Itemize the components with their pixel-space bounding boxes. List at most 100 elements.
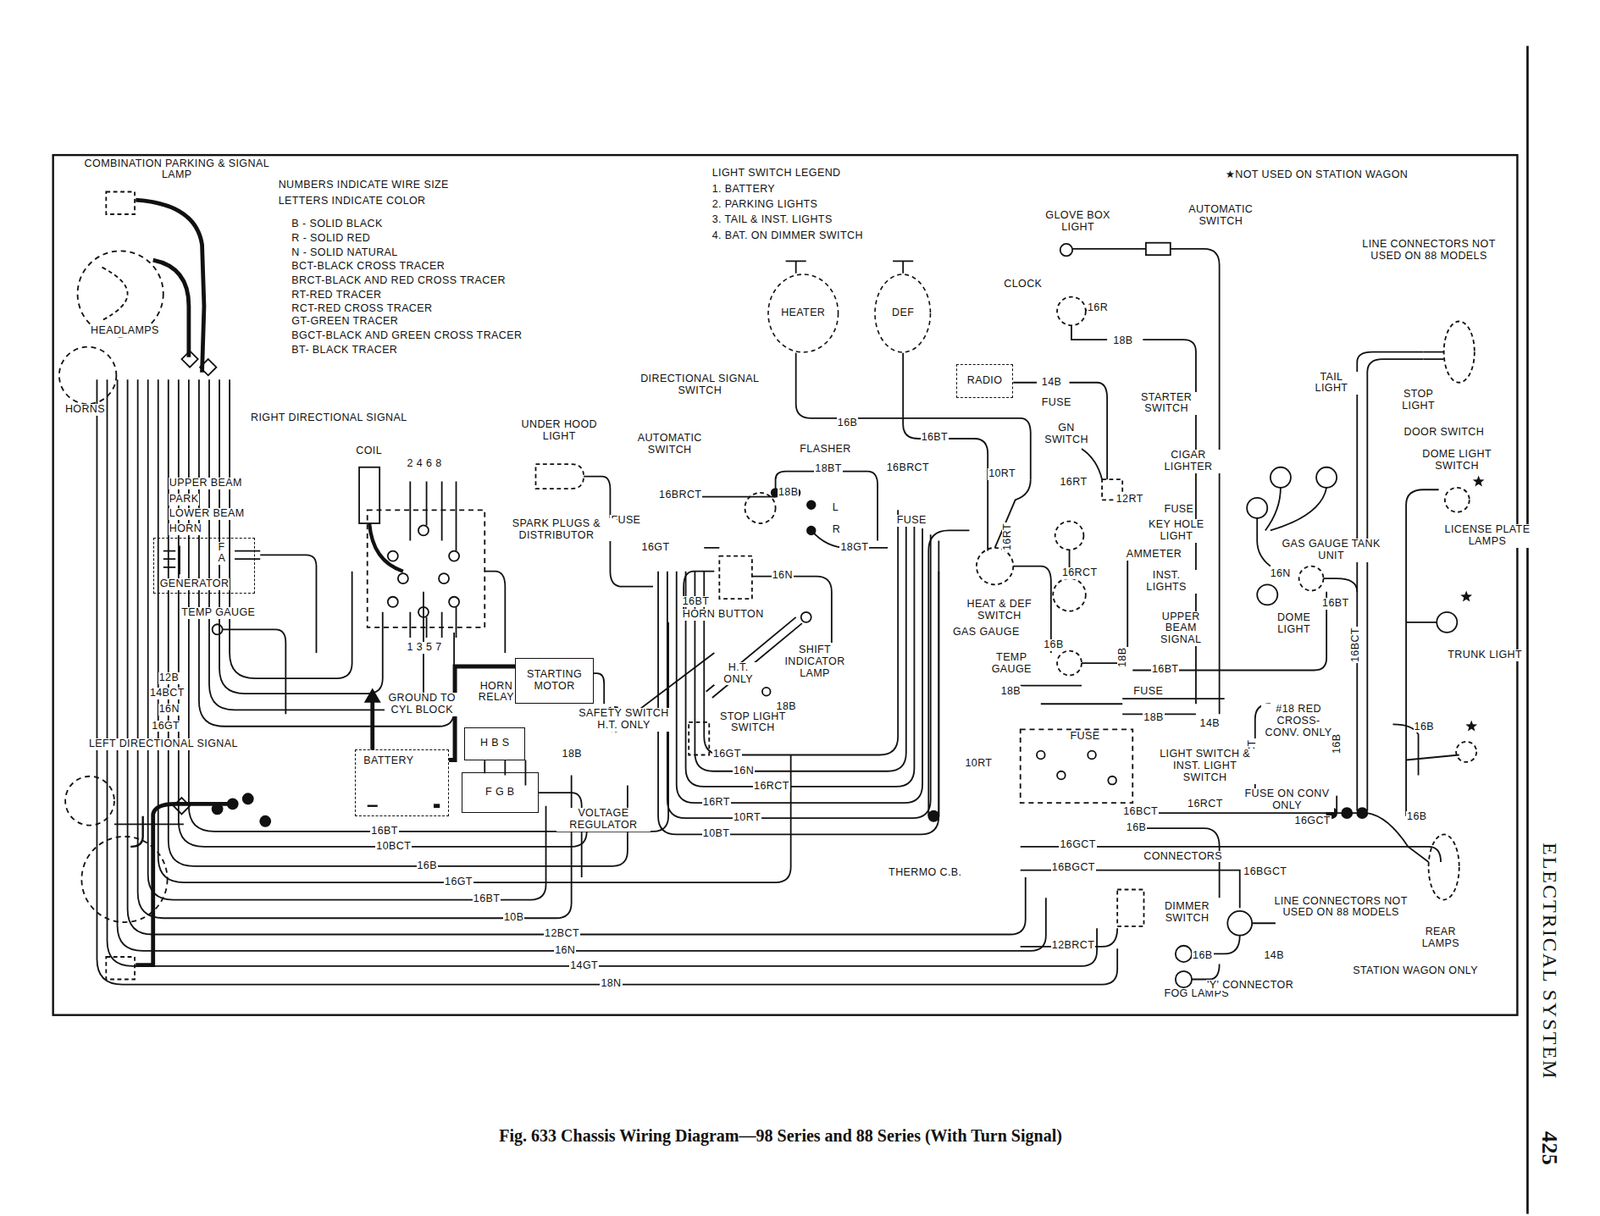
component-outline [212, 803, 223, 814]
component-outline [1246, 498, 1268, 519]
generator-box: GENERATOR [153, 537, 255, 594]
wire-code: 16GT [641, 542, 671, 554]
wire-line [1406, 489, 1440, 817]
wire-line [209, 379, 424, 710]
part-label: UPPER BEAM SIGNAL [1146, 611, 1215, 647]
component-outline [387, 597, 399, 608]
part-label: DOME LIGHT SWITCH [1402, 448, 1511, 473]
wire-code: 16GT [443, 876, 474, 889]
wire-line [153, 260, 189, 357]
component-outline [801, 612, 812, 623]
component-outline [398, 573, 409, 584]
wire-code: 14B [1199, 718, 1221, 731]
component-outline [1117, 889, 1144, 926]
wire-code: 16BT [681, 596, 710, 609]
page-header: ELECTRICAL SYSTEM [1539, 841, 1562, 1081]
wire-code: 2. PARKING LIGHTS [711, 199, 820, 211]
wire-code: 16B [1331, 733, 1344, 755]
part-label: COIL [354, 445, 383, 458]
star-markers [1460, 475, 1484, 731]
part-label: GN SWITCH [1035, 422, 1097, 447]
part-label: A [217, 553, 227, 565]
part-label: INST. LIGHTS [1135, 570, 1197, 594]
component-outline [367, 509, 486, 628]
part-label: UNDER HOOD LIGHT [514, 419, 604, 443]
component-outline [212, 624, 223, 635]
component-outline [448, 551, 460, 562]
wire-code: 16BGCT [1051, 862, 1097, 875]
part-label: BT- BLACK TRACER [290, 344, 399, 357]
wire-line [199, 379, 454, 727]
wire-code: 12BCT [543, 928, 581, 941]
wire-code: 14B [1040, 376, 1063, 389]
part-label: L [831, 502, 840, 515]
regulator-box: F G B [461, 772, 540, 814]
wire-line [1191, 963, 1220, 980]
part-label: PARK [168, 493, 200, 506]
wire-code: 14GT [569, 960, 599, 973]
wire-line [1406, 621, 1437, 624]
component-outline [1456, 741, 1477, 763]
part-label: DIRECTIONAL SIGNAL SWITCH [632, 373, 768, 398]
wire-line [158, 379, 792, 883]
component-outline [227, 798, 239, 809]
part-label: SAFETY SWITCH H.T. ONLY [576, 708, 672, 732]
wire-code: 16GCT [1294, 815, 1332, 828]
component-outline [807, 501, 816, 510]
component-name: BATTERY [362, 755, 415, 768]
wire-line [1323, 578, 1358, 593]
part-label: SHIFT INDICATOR LAMP [777, 644, 853, 680]
starter-box: STARTING MOTOR [514, 658, 593, 704]
wire-line [148, 379, 547, 900]
wire-code: 16B [416, 860, 438, 873]
wire-line [107, 379, 1098, 967]
component-outline [260, 816, 271, 827]
wire-line [703, 509, 898, 755]
wire-code: 10BCT [375, 841, 412, 853]
wire-code: 16BT [370, 825, 399, 838]
wire-code: 18BT [813, 463, 842, 476]
wire-line [686, 522, 915, 787]
wire-code: 16BGCT [1242, 866, 1288, 879]
wire-code: 16BT [472, 893, 501, 906]
wire-code: 16N [553, 945, 576, 958]
wire-code: 18B [561, 748, 583, 761]
component-outline [1036, 751, 1046, 760]
component-outline [762, 687, 771, 697]
part-label: FLASHER [798, 443, 852, 456]
wire-code: 1 3 5 7 [405, 642, 443, 654]
component-outline [1175, 946, 1192, 963]
wire-line [114, 823, 184, 825]
wire-code: 18B [777, 487, 799, 499]
wire-code: 16RCT [752, 780, 791, 793]
wire-line [178, 379, 587, 848]
wire-code: 16B [1191, 950, 1213, 963]
component-outline [1107, 776, 1117, 786]
left-harness [96, 379, 1118, 985]
wire-line [188, 379, 669, 832]
part-label: LETTERS INDICATE COLOR [277, 195, 427, 208]
wire-line [101, 267, 128, 322]
wire-code: 16RCT [1186, 798, 1224, 811]
part-label: DOOR SWITCH [1402, 426, 1485, 439]
part-label: GT-GREEN TRACER [290, 315, 399, 328]
wire-line [535, 464, 584, 489]
wire-code: 16BRCT [885, 462, 931, 475]
wire-line [130, 816, 143, 848]
component-outline [1057, 771, 1066, 781]
wire-code: 16N [1269, 568, 1292, 581]
wire-code: 16B [836, 417, 859, 430]
wire-line [1072, 249, 1219, 715]
wire-line [1356, 352, 1423, 812]
wire-line [676, 528, 923, 803]
component-outline [1428, 834, 1460, 900]
component-outline [53, 155, 1518, 1016]
part-label: HORN [168, 523, 203, 536]
wire-code: 10RT [963, 758, 993, 770]
wire-line [163, 546, 180, 576]
wire-line [928, 530, 969, 816]
wire-code: 16GT [712, 748, 742, 761]
part-label: RCT-RED CROSS TRACER [290, 303, 433, 316]
wire-line [229, 379, 353, 679]
component-outline [1057, 651, 1082, 676]
